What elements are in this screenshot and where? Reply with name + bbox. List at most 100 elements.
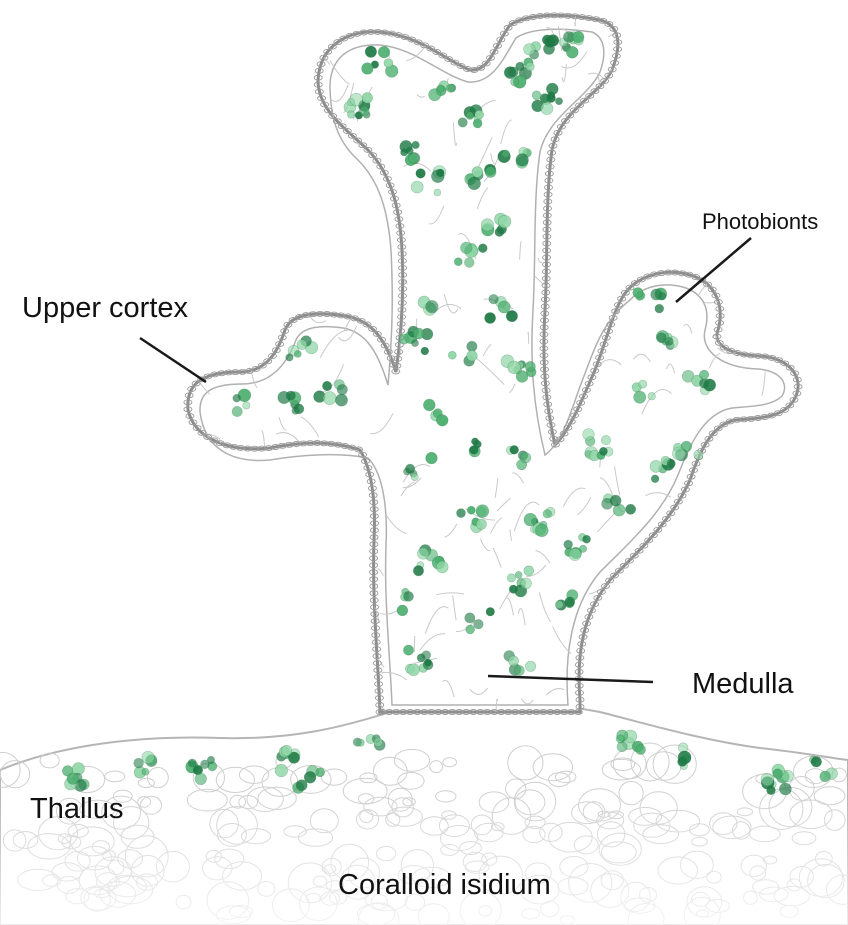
hypha-strand: [741, 425, 753, 432]
photobiont-cell: [365, 46, 376, 57]
hypha-strand: [226, 89, 249, 113]
photobiont-cell: [243, 402, 250, 409]
hypha-strand: [708, 95, 716, 121]
isidium-body: [167, 2, 813, 731]
hypha-strand: [280, 561, 307, 581]
hypha-strand: [672, 108, 676, 118]
hypha-strand: [317, 271, 318, 290]
hypha-strand: [781, 492, 782, 503]
photobiont-cell: [655, 304, 664, 313]
hypha-strand: [701, 455, 715, 476]
hypha-strand: [301, 588, 330, 618]
hypha-strand: [586, 686, 591, 694]
hypha-strand: [220, 130, 241, 133]
photobiont-cell: [524, 513, 537, 526]
hypha-strand: [735, 644, 749, 650]
photobiont-cell: [524, 44, 536, 56]
photobiont-cell: [672, 447, 685, 460]
photobiont-cell: [378, 46, 390, 58]
hypha-strand: [709, 145, 732, 165]
photobiont-cell: [448, 351, 456, 359]
hypha-strand: [763, 88, 765, 97]
hypha-strand: [792, 569, 794, 579]
hypha-strand: [704, 90, 705, 118]
photobiont-cell: [426, 452, 438, 464]
hypha-strand: [730, 252, 758, 273]
photobiont-cell: [232, 406, 242, 416]
photobiont-cell: [294, 404, 304, 414]
hypha-strand: [655, 136, 681, 156]
photobiont-cell: [134, 758, 144, 768]
photobiont-cell: [470, 446, 479, 455]
hypha-strand: [668, 255, 696, 267]
hypha-strand: [755, 75, 759, 99]
photobiont-cell: [350, 93, 363, 106]
photobiont-cell: [436, 561, 448, 573]
hypha-strand: [675, 592, 678, 606]
photobiont-cell: [636, 745, 646, 755]
photobiont-cell: [467, 506, 475, 514]
hypha-strand: [282, 649, 294, 676]
hypha-strand: [641, 567, 668, 571]
hypha-strand: [273, 249, 302, 256]
photobiont-cell: [275, 764, 288, 777]
photobiont-cell: [412, 141, 420, 149]
photobiont-cell: [466, 625, 475, 634]
hypha-strand: [657, 238, 666, 245]
hypha-strand: [258, 319, 264, 348]
hypha-strand: [716, 40, 742, 44]
photobiont-cell: [699, 370, 708, 379]
photobiont-cell: [658, 292, 666, 300]
hypha-strand: [658, 81, 668, 110]
photobiont-cell: [515, 571, 522, 578]
photobiont-cell: [421, 347, 429, 355]
photobiont-cell: [481, 219, 493, 231]
hypha-strand: [719, 649, 729, 667]
hypha-strand: [688, 637, 692, 660]
hypha-strand: [328, 575, 333, 584]
photobiont-cell: [633, 288, 643, 298]
photobiont-cell: [525, 361, 535, 371]
photobiont-cell: [464, 258, 474, 268]
hypha-strand: [602, 643, 627, 660]
photobiont-cell: [417, 654, 425, 662]
photobiont-cell: [516, 154, 529, 167]
photobiont-cell: [413, 328, 424, 339]
photobiont-cell: [773, 769, 783, 779]
photobiont-cell: [406, 147, 413, 154]
photobiont-cell: [521, 578, 532, 589]
photobiont-cell: [337, 384, 347, 394]
hypha-strand: [328, 215, 336, 221]
hypha-strand: [786, 535, 798, 555]
photobiont-cell: [583, 535, 591, 543]
hypha-strand: [240, 84, 256, 105]
hypha-strand: [268, 36, 296, 50]
photobiont-cell: [648, 392, 656, 400]
photobiont-cell: [601, 435, 610, 444]
photobiont-cell: [397, 605, 408, 616]
thallus-label: Thallus: [30, 793, 124, 825]
photobiont-cell: [475, 110, 484, 119]
photobiont-cell: [508, 361, 521, 374]
hypha-strand: [677, 238, 678, 244]
hypha-strand: [227, 469, 237, 472]
hypha-strand: [744, 458, 748, 473]
photobiont-cell: [634, 391, 646, 403]
photobiont-cell: [489, 294, 499, 304]
photobiont-cell: [411, 340, 418, 347]
hypha-strand: [193, 92, 222, 110]
photobiont-cell: [437, 85, 444, 92]
photobiont-cell: [304, 771, 316, 783]
hypha-strand: [333, 531, 345, 551]
photobiont-cell: [281, 745, 292, 756]
photobiont-cell: [521, 453, 531, 463]
photobiont-cell: [473, 119, 482, 128]
photobiont-cell: [502, 150, 510, 158]
hypha-strand: [242, 629, 257, 658]
photobiont-cell: [423, 660, 433, 670]
photobiont-cell: [667, 459, 675, 467]
photobiont-cell: [461, 242, 473, 254]
photobiont-cell: [650, 460, 662, 472]
photobiont-cell: [525, 661, 535, 671]
